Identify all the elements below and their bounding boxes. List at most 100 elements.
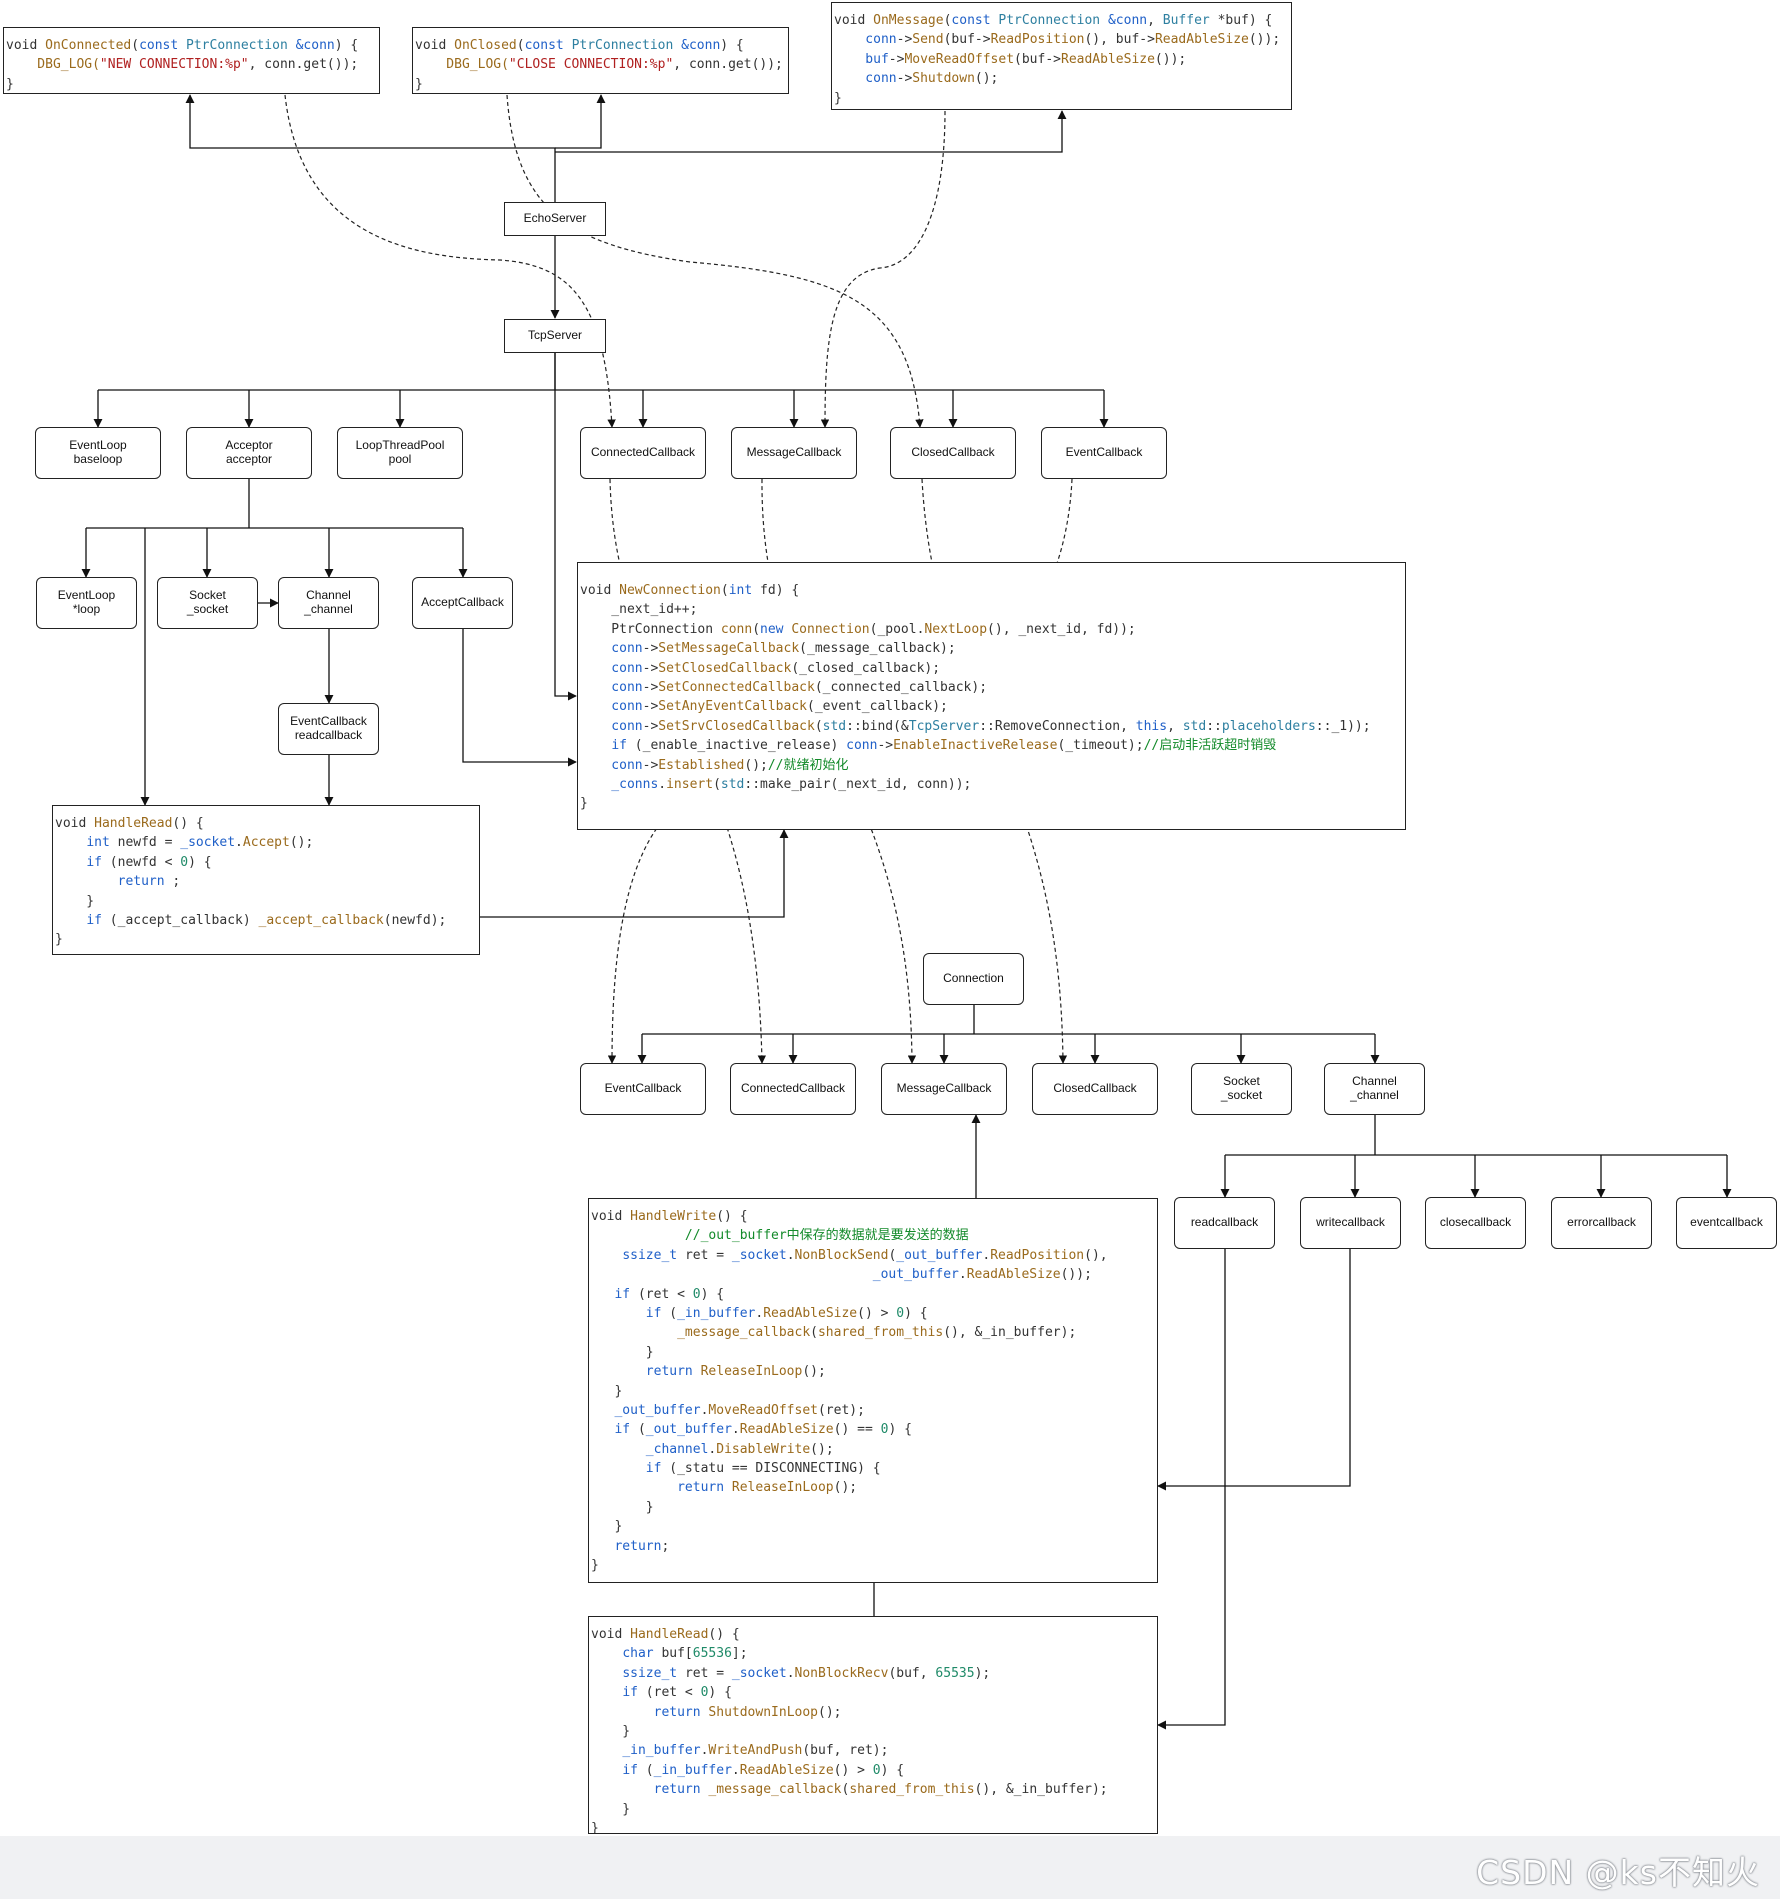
code-token: PtrConnection bbox=[580, 621, 721, 637]
code-token: conn bbox=[264, 57, 296, 73]
code-line: ssize_t ret = _socket.NonBlockRecv(buf, … bbox=[591, 1664, 1155, 1683]
code-token: ( bbox=[720, 583, 729, 598]
code-token: } bbox=[591, 1383, 623, 1399]
code-token: return bbox=[677, 1480, 732, 1496]
acceptcallback-to-newconnection-line bbox=[462, 629, 577, 767]
code-token bbox=[55, 835, 86, 850]
code-token: SetAnyEventCallback bbox=[658, 699, 807, 715]
code-line: _out_buffer.ReadAbleSize()); bbox=[591, 1265, 1155, 1284]
code-token: } bbox=[591, 1801, 631, 1817]
code-token: (_closed_callback); bbox=[791, 660, 941, 676]
code-line: if (ret < 0) { bbox=[591, 1285, 1155, 1304]
code-token: HandleWrite bbox=[630, 1209, 717, 1224]
code-token: (buf-> bbox=[943, 32, 991, 48]
code-token: conn bbox=[834, 71, 897, 87]
code-line: DBG_LOG("NEW CONNECTION:%p", conn.get())… bbox=[6, 55, 377, 74]
code-token: Shutdown bbox=[912, 71, 975, 87]
code-line: if (_out_buffer.ReadAbleSize() == 0) { bbox=[591, 1420, 1155, 1439]
code-token: (_statu == DISCONNECTING) { bbox=[669, 1461, 881, 1477]
code-token: ( bbox=[888, 1247, 897, 1263]
code-token: return bbox=[645, 1364, 701, 1380]
code-token: (), _next_id, fd)); bbox=[987, 621, 1136, 637]
code-token: _conns bbox=[580, 776, 659, 792]
code-line: conn->SetConnectedCallback(_connected_ca… bbox=[580, 678, 1403, 697]
code-token bbox=[591, 1248, 622, 1263]
code-token: -> bbox=[642, 660, 659, 676]
code-line: return ShutdownInLoop(); bbox=[591, 1703, 1155, 1722]
on-connected-code: void OnConnected(const PtrConnection &co… bbox=[3, 27, 380, 94]
code-token: this bbox=[1135, 718, 1168, 734]
code-token: buf bbox=[834, 51, 889, 67]
code-token: (); bbox=[744, 757, 768, 773]
code-token: conn bbox=[580, 679, 643, 695]
acceptor-socket-node: Socket _socket bbox=[157, 577, 258, 629]
channel-errorcallback-node: errorcallback bbox=[1551, 1197, 1652, 1249]
code-token: 65535 bbox=[935, 1665, 975, 1681]
code-token: . bbox=[731, 1762, 740, 1778]
code-line: } bbox=[591, 1722, 1155, 1741]
code-token: //就绪初始化 bbox=[767, 757, 849, 773]
code-token: PtrConnection bbox=[186, 38, 296, 53]
code-token: ( bbox=[810, 1325, 818, 1341]
code-token: ::make_pair(_next_id, conn)); bbox=[744, 776, 972, 792]
code-line: void HandleRead() { bbox=[591, 1625, 1155, 1644]
code-token: ShutdownInLoop bbox=[708, 1704, 818, 1720]
code-token: _message_callback bbox=[677, 1325, 811, 1341]
code-token: std bbox=[1182, 718, 1207, 734]
code-token: ReadAbleSize bbox=[739, 1762, 834, 1778]
code-token: (); bbox=[818, 1704, 842, 1720]
code-token: PtrConnection bbox=[998, 13, 1108, 28]
dashed-onclosed-to-tcp bbox=[506, 94, 924, 428]
echo-to-onclosed-line bbox=[555, 94, 606, 149]
code-token: if bbox=[611, 738, 635, 754]
code-token: _in_buffer bbox=[677, 1305, 756, 1321]
code-line: _message_callback(shared_from_this(), &_… bbox=[591, 1323, 1155, 1342]
acceptor-node: Acceptor acceptor bbox=[186, 427, 312, 479]
code-token: const bbox=[524, 38, 572, 53]
code-line: if (_accept_callback) _accept_callback(n… bbox=[55, 911, 477, 930]
code-token: if bbox=[622, 1685, 646, 1701]
code-token: (buf, bbox=[888, 1665, 936, 1681]
code-token: (), buf-> bbox=[1084, 32, 1155, 48]
connection-node: Connection bbox=[923, 953, 1024, 1005]
handle-write-code: void HandleWrite() { //_out_buffer中保存的数据… bbox=[588, 1198, 1158, 1583]
code-line: void OnClosed(const PtrConnection &conn)… bbox=[415, 36, 786, 55]
code-token: conn bbox=[580, 660, 643, 676]
code-line: conn->Send(buf->ReadPosition(), buf->Rea… bbox=[834, 30, 1289, 49]
code-token: -> bbox=[888, 51, 905, 67]
code-token: &conn bbox=[295, 38, 335, 53]
acceptor-channel-node: Channel _channel bbox=[278, 577, 379, 629]
code-token: . bbox=[958, 1267, 967, 1283]
code-token: } bbox=[55, 932, 63, 948]
conn-event-callback-node: EventCallback bbox=[580, 1063, 706, 1115]
code-token: , bbox=[1147, 13, 1163, 28]
code-token: (); bbox=[833, 1480, 858, 1496]
code-token: (_event_callback); bbox=[807, 699, 948, 715]
code-token bbox=[55, 913, 86, 928]
code-token: newfd = bbox=[117, 835, 181, 851]
code-token: (_connected_callback); bbox=[814, 679, 988, 695]
code-token: void bbox=[591, 1627, 631, 1642]
code-token: _channel bbox=[645, 1441, 709, 1457]
code-token: "CLOSE CONNECTION:%p" bbox=[508, 57, 674, 73]
code-token: &conn bbox=[681, 38, 721, 53]
code-token bbox=[591, 1442, 646, 1457]
code-line: return ReleaseInLoop(); bbox=[591, 1362, 1155, 1381]
handleread-to-newconnection-line bbox=[480, 829, 789, 918]
code-line: } bbox=[591, 1819, 1155, 1833]
code-token: ::_1)); bbox=[1315, 718, 1371, 734]
code-token: } bbox=[55, 893, 95, 909]
code-token: insert bbox=[666, 776, 714, 792]
code-line: _conns.insert(std::make_pair(_next_id, c… bbox=[580, 775, 1403, 794]
code-line: } bbox=[591, 1382, 1155, 1401]
code-token: ) { bbox=[700, 1286, 725, 1302]
code-token bbox=[591, 1403, 614, 1418]
code-token: (_enable_inactive_release) bbox=[634, 738, 847, 754]
code-line: conn->Shutdown(); bbox=[834, 69, 1289, 88]
code-token: _in_buffer bbox=[622, 1743, 701, 1759]
connection-bus-line bbox=[642, 1005, 1375, 1035]
code-token: _next_id++; bbox=[580, 602, 698, 618]
eventloop-baseloop-node: EventLoop baseloop bbox=[35, 427, 161, 479]
code-token: ssize_t bbox=[622, 1247, 685, 1263]
code-token: conn bbox=[688, 57, 721, 73]
